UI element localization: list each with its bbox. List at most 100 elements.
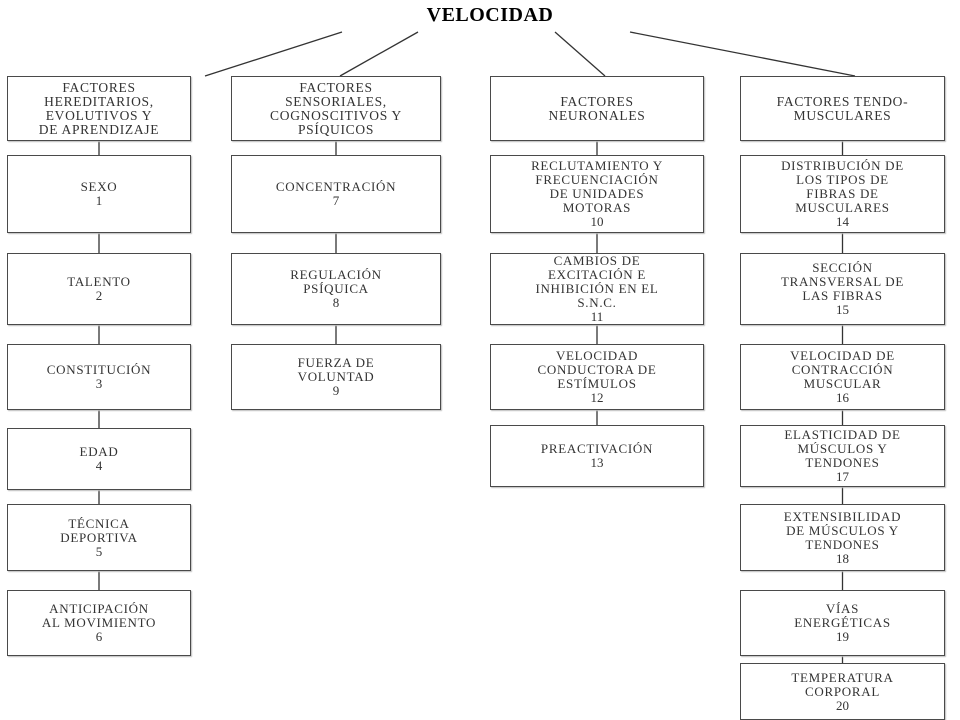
- box-text-line: TEMPERATURA: [791, 669, 894, 685]
- root-connector-3: [554, 31, 606, 77]
- box-text-line: MUSCULARES: [793, 107, 892, 123]
- box-text-line: EXCITACIÓN E: [548, 267, 646, 282]
- box-text-line: REGULACIÓN: [290, 267, 382, 282]
- box-number: 19: [836, 629, 849, 644]
- box-text-line: EVOLUTIVOS Y: [45, 107, 153, 123]
- box-text-line: ESTÍMULOS: [557, 376, 637, 391]
- box-text-line: CONDUCTORA DE: [537, 362, 657, 377]
- box-number: 13: [590, 455, 604, 470]
- box-text-line: MOTORAS: [562, 200, 632, 215]
- box-text-line: ANTICIPACIÓN: [49, 601, 149, 616]
- box-text-line: DE MÚSCULOS Y: [786, 522, 899, 538]
- box-text-line: LAS FIBRAS: [802, 288, 883, 303]
- box-text-line: LOS TIPOS DE: [796, 172, 889, 187]
- box-number: 6: [95, 629, 103, 644]
- box-text-line: DISTRIBUCIÓN DE: [781, 158, 904, 173]
- box-number: 18: [836, 550, 849, 566]
- box-text-line: TALENTO: [67, 274, 131, 289]
- box-text-line: VELOCIDAD DE: [790, 348, 895, 363]
- box-text-line: MÚSCULOS Y: [797, 441, 888, 456]
- box-text-line: ELASTICIDAD DE: [784, 427, 901, 442]
- box-number: 4: [95, 458, 103, 473]
- box-text-line: FACTORES TENDO-: [776, 93, 909, 109]
- box-text-line: FACTORES: [62, 79, 136, 95]
- box-text-line: FRECUENCIACIÓN: [535, 172, 659, 187]
- box-text-line: FACTORES: [299, 79, 373, 95]
- box-text-line: CAMBIOS DE: [553, 253, 641, 268]
- box-number: 10: [590, 214, 604, 229]
- box-text-line: VÍAS: [825, 601, 860, 616]
- box-text-line: TENDONES: [805, 455, 880, 470]
- box-text-line: SECCIÓN: [812, 260, 873, 275]
- box-text-line: COGNOSCITIVOS Y: [270, 107, 402, 123]
- box-text-line: RECLUTAMIENTO Y: [531, 158, 663, 173]
- box-text-line: EDAD: [79, 444, 119, 459]
- box-number: 3: [95, 376, 103, 391]
- box-text-line: TÉCNICA: [68, 515, 130, 531]
- root-connector-2: [339, 31, 419, 77]
- box-number: 8: [332, 295, 340, 310]
- root-connector-4: [629, 31, 856, 77]
- box-text-line: AL MOVIMIENTO: [41, 615, 157, 630]
- box-text-line: PSÍQUICA: [303, 281, 369, 296]
- box-number: 16: [836, 390, 849, 405]
- box-text-line: FUERZA DE: [297, 355, 375, 370]
- box-text-line: FACTORES: [560, 93, 634, 109]
- box-text-line: ENERGÉTICAS: [794, 615, 891, 630]
- box-text-line: VOLUNTAD: [297, 369, 375, 384]
- box-text-line: PSÍQUICOS: [297, 121, 375, 137]
- box-text-line: MUSCULARES: [795, 200, 890, 215]
- box-text-line: PREACTIVACIÓN: [540, 441, 654, 456]
- box-number: 9: [332, 383, 340, 398]
- column-header-4: FACTORES TENDO-MUSCULARES: [740, 76, 945, 141]
- box-number: 15: [836, 302, 849, 317]
- box-number: 14: [836, 214, 849, 229]
- box-number: 12: [590, 390, 604, 405]
- box-number: 17: [836, 469, 849, 484]
- box-text-line: INHIBICIÓN EN EL: [535, 281, 659, 296]
- box-number: 2: [95, 288, 103, 303]
- box-text-line: CORPORAL: [805, 683, 880, 699]
- box-number: 5: [95, 543, 103, 559]
- box-text-line: DE APRENDIZAJE: [38, 121, 160, 137]
- box-text-line: TRANSVERSAL DE: [780, 274, 905, 289]
- box-text-line: EXTENSIBILIDAD: [783, 508, 902, 524]
- box-text-line: DE UNIDADES: [549, 186, 645, 201]
- box-number: 1: [95, 193, 103, 208]
- box-text-line: CONCENTRACIÓN: [275, 179, 397, 194]
- box-text-line: HEREDITARIOS,: [44, 93, 154, 109]
- box-text-line: TENDONES: [805, 536, 880, 552]
- box-number: 20: [836, 697, 849, 713]
- box-text-line: SEXO: [80, 179, 118, 194]
- box-text-line: DEPORTIVA: [60, 529, 138, 545]
- box-text-line: VELOCIDAD: [555, 348, 639, 363]
- box-text-line: S.N.C.: [577, 295, 617, 310]
- box-number: 11: [590, 309, 604, 324]
- box-text-line: SENSORIALES,: [285, 93, 387, 109]
- box-text-line: FIBRAS DE: [806, 186, 879, 201]
- diagram-title: VELOCIDAD: [426, 4, 554, 26]
- box-text-line: NEURONALES: [548, 107, 646, 123]
